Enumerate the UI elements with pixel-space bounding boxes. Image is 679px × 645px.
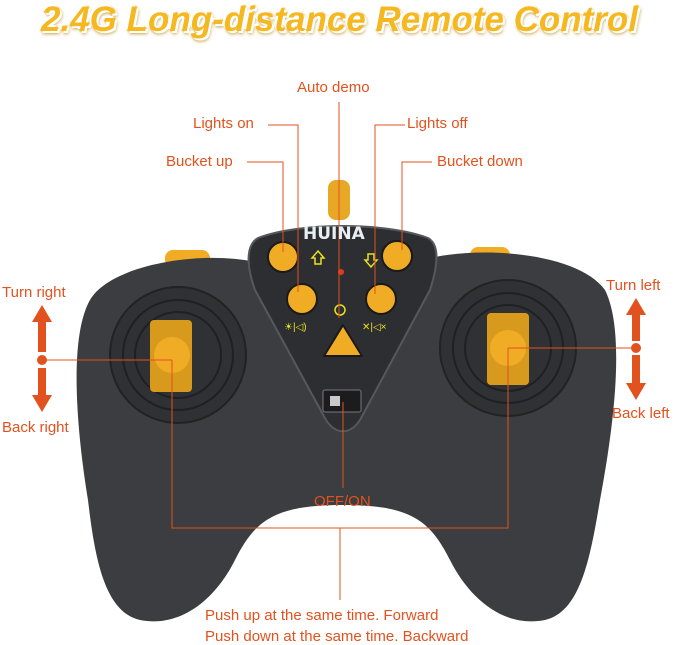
bucket-up-label: Bucket up <box>166 153 233 170</box>
lights-on-label: Lights on <box>193 115 254 132</box>
forward-label: Push up at the same time. Forward <box>205 607 439 624</box>
back-right-label: Back right <box>2 419 69 436</box>
mute-icon: ✕|◁× <box>362 322 387 333</box>
callout-lines <box>42 102 636 600</box>
auto-demo-label: Auto demo <box>297 79 370 96</box>
lights-off-button[interactable] <box>365 283 397 315</box>
auto-icon <box>334 304 346 316</box>
left-stick-well <box>109 286 247 424</box>
off-on-label: OFF/ON <box>314 493 371 510</box>
left-arrows-icon <box>32 305 52 412</box>
turn-right-label: Turn right <box>2 284 66 301</box>
brand-logo: HUINA <box>303 224 365 244</box>
bucket-down-label: Bucket down <box>437 153 523 170</box>
lights-on-button[interactable] <box>286 283 318 315</box>
back-left-label: Back left <box>612 405 670 422</box>
backward-label: Push down at the same time. Backward <box>205 628 469 645</box>
auto-demo-button[interactable] <box>323 324 363 357</box>
arrow-down-icon <box>363 253 379 269</box>
arrow-up-icon <box>310 249 326 265</box>
lights-off-label: Lights off <box>407 115 468 132</box>
power-switch[interactable] <box>322 389 362 413</box>
light-sound-icon: ☀|◁) <box>284 322 307 333</box>
bucket-down-button[interactable] <box>381 240 413 272</box>
turn-left-label: Turn left <box>606 277 661 294</box>
right-arrows-icon <box>626 298 646 400</box>
page-title: 2.4G Long-distance Remote Control <box>41 0 638 39</box>
